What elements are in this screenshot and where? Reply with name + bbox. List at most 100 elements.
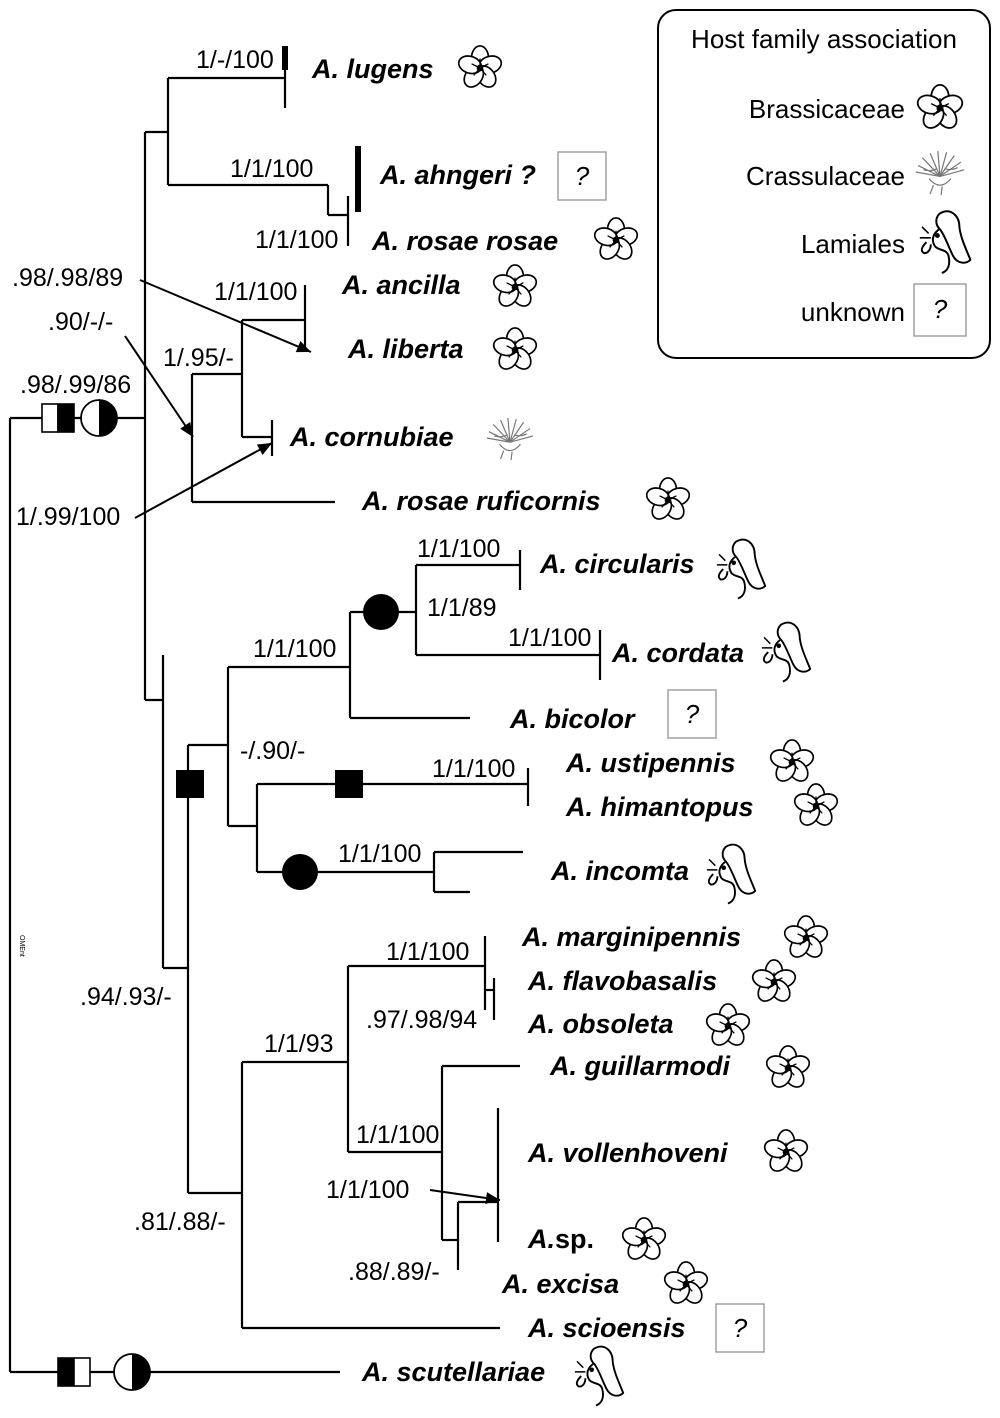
taxon-name: A. obsoleta <box>527 1009 674 1039</box>
support-value: .81/.88/- <box>134 1208 226 1236</box>
taxon-label: A. guillarmodi <box>549 1051 731 1081</box>
taxon-name: A. bicolor <box>509 704 636 734</box>
taxon-name: A. ancilla <box>341 270 461 300</box>
brassicaceae-flower-icon <box>490 327 540 374</box>
taxon-label: A. scutellariae <box>361 1357 545 1387</box>
brassicaceae-flower-icon <box>703 1003 753 1050</box>
legend-label: Crassulaceae <box>746 161 905 191</box>
watermark-text: OMEnt <box>18 935 25 957</box>
taxon-name: A. flavobasalis <box>527 966 717 996</box>
taxon-label: A. scioensis <box>527 1313 686 1343</box>
svg-text:?: ? <box>733 1313 748 1343</box>
character-state-filled-circle <box>282 854 318 890</box>
character-state-square-left <box>41 403 59 433</box>
legend-label: unknown <box>801 297 905 327</box>
taxon-label: A. incomta <box>550 856 689 886</box>
character-state-half-fill <box>132 1354 150 1390</box>
support-value: 1/1/100 <box>253 635 336 663</box>
annotation-arrow <box>124 335 194 438</box>
support-value: 1/1/100 <box>214 278 297 306</box>
legend-label: Lamiales <box>801 229 905 259</box>
support-value: 1/.95/- <box>163 344 234 372</box>
support-value: 1/1/100 <box>255 226 338 254</box>
taxon-name: A. ustipennis <box>565 748 736 778</box>
support-value: .97/.98/94 <box>366 1006 477 1034</box>
taxon-name: A. rosae rosae <box>371 226 558 256</box>
svg-text:?: ? <box>933 294 948 324</box>
character-state-square-right <box>57 403 75 433</box>
support-value: 1/-/100 <box>196 46 274 74</box>
support-value: .88/.89/- <box>348 1258 440 1286</box>
taxon-name: A. excisa <box>501 1269 619 1299</box>
brassicaceae-flower-icon <box>791 783 841 830</box>
brassicaceae-flower-icon <box>781 915 831 962</box>
crassulaceae-flower-icon <box>486 417 534 461</box>
legend-label: Brassicaceae <box>749 94 905 124</box>
support-value: 1/1/100 <box>386 938 469 966</box>
support-value: 1/1/100 <box>338 840 421 868</box>
taxon-name: A. marginipennis <box>521 922 741 952</box>
taxon-label: A. cornubiae <box>289 422 454 452</box>
character-state-half-fill <box>99 400 117 436</box>
taxon-label: A. flavobasalis <box>527 966 717 996</box>
taxon-label: A. circularis <box>539 549 695 579</box>
support-value: -/.90/- <box>240 737 305 765</box>
legend-box <box>657 9 991 359</box>
taxon-label: A. marginipennis <box>521 922 741 952</box>
taxon-label: A. ahngeri ? <box>379 160 536 190</box>
brassicaceae-flower-icon <box>767 739 817 786</box>
character-state-square-left <box>57 1357 75 1387</box>
taxon-name: A. himantopus <box>565 792 754 822</box>
taxon-name: A. cornubiae <box>289 422 454 452</box>
brassicaceae-flower-icon <box>661 1261 711 1308</box>
unknown-host-icon: ? <box>715 1303 765 1353</box>
support-value: .94/.93/- <box>80 983 172 1011</box>
support-value: 1/1/100 <box>417 535 500 563</box>
taxon-label: A. ancilla <box>341 270 461 300</box>
taxon-label: A. cordata <box>611 638 744 668</box>
support-value: 1/1/93 <box>264 1030 334 1058</box>
character-state-square-right <box>73 1357 91 1387</box>
unknown-host-icon: ? <box>913 283 967 337</box>
taxon-name: A. circularis <box>539 549 695 579</box>
lamiales-flower-icon <box>705 843 757 905</box>
lamiales-flower-icon <box>715 538 767 600</box>
support-value: .98/.99/86 <box>20 371 131 399</box>
svg-text:?: ? <box>575 161 590 191</box>
support-value: 1/1/100 <box>326 1176 409 1204</box>
support-value: 1/1/100 <box>230 155 313 183</box>
taxon-label: A. bicolor <box>509 704 636 734</box>
unknown-host-icon: ? <box>667 689 717 739</box>
taxon-label: A. excisa <box>501 1269 619 1299</box>
support-value: 1/1/100 <box>432 755 515 783</box>
taxon-name: A. scioensis <box>527 1313 686 1343</box>
taxon-name: A. <box>527 1224 555 1254</box>
taxon-name: A. vollenhoveni <box>527 1138 728 1168</box>
taxon-name: A. guillarmodi <box>549 1051 731 1081</box>
taxon-label: A. vollenhoveni <box>527 1138 728 1168</box>
brassicaceae-flower-icon <box>455 45 505 92</box>
arrow-head <box>256 443 272 455</box>
lamiales-flower-icon <box>573 1345 625 1407</box>
brassicaceae-flower-icon <box>763 1045 813 1092</box>
taxon-name: A. ahngeri ? <box>379 160 536 190</box>
character-state-filled-square <box>176 770 204 798</box>
support-value: .90/-/- <box>48 308 113 336</box>
taxon-label: A. himantopus <box>565 792 754 822</box>
taxon-suffix: sp. <box>555 1224 594 1254</box>
support-value: 1/1/100 <box>508 624 591 652</box>
annotation-arrow <box>134 442 273 519</box>
brassicaceae-flower-icon <box>749 959 799 1006</box>
character-state-filled-circle <box>363 594 399 630</box>
support-value: 1/.99/100 <box>16 503 120 531</box>
taxon-name: A. liberta <box>347 334 464 364</box>
taxon-label: A. obsoleta <box>527 1009 674 1039</box>
annotation-arrow <box>139 279 312 353</box>
unknown-host-icon: ? <box>557 151 607 201</box>
arrow-head <box>180 422 193 437</box>
brassicaceae-flower-icon <box>761 1129 811 1176</box>
svg-text:?: ? <box>685 699 700 729</box>
taxon-label: A.sp. <box>527 1224 594 1254</box>
